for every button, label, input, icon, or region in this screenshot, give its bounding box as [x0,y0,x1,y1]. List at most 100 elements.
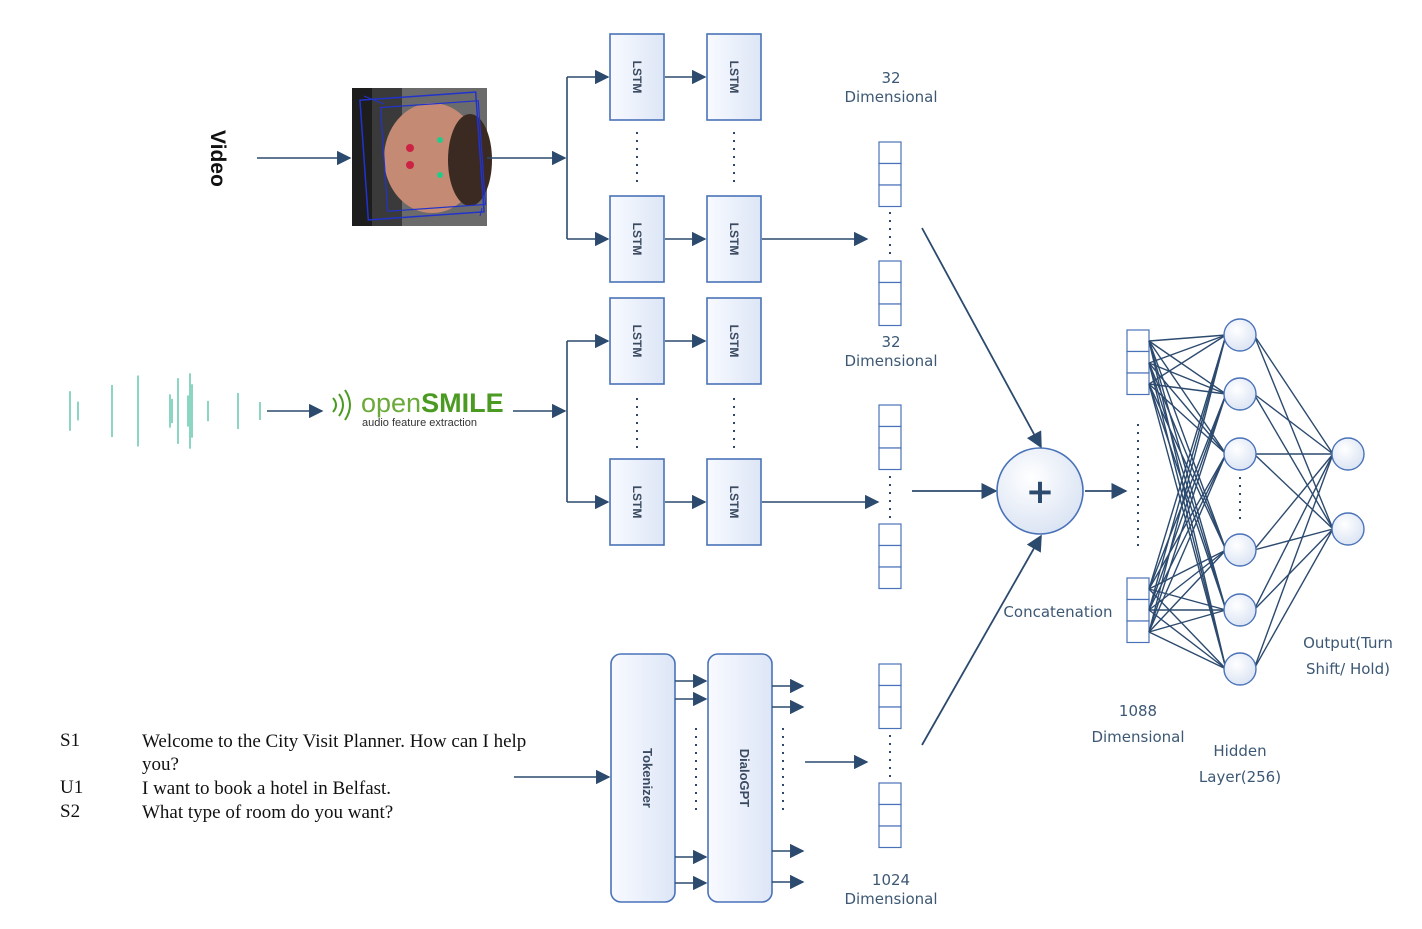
connection-line [1148,362,1227,670]
connection-line [1148,362,1227,395]
connection-line [1148,383,1227,611]
connection-line [1253,453,1334,670]
lstm-box [706,195,762,283]
text-dim-word: Dimensional [844,890,938,908]
connection-line [1148,549,1227,633]
video-dim-word: Dimensional [844,88,938,106]
plus-icon: + [1026,472,1055,512]
connection-line [1148,334,1227,590]
vector-cell [878,162,902,186]
vector-cell [878,141,902,165]
lstm-box [706,297,762,385]
speaker-id: S2 [60,801,81,822]
vector-cell [878,303,902,327]
connection-line [1253,453,1334,551]
video-input-label: Video [206,130,229,187]
output-neuron [1331,437,1365,471]
connection-line [1148,609,1227,633]
output-line-1: Output(Turn [1303,634,1393,652]
video-dim-number: 32 [881,69,901,87]
vector-cell [878,706,902,730]
opensmile-subtitle: audio feature extraction [362,417,477,429]
lstm-label: LSTM [630,325,644,358]
tokenizer-label: Tokenizer [640,748,655,808]
connection-line [1253,453,1334,611]
connection-line [1253,334,1334,455]
dialogpt-label: DialoGPT [737,749,752,808]
lstm-label: LSTM [727,325,741,358]
lstm-box [609,195,665,283]
connection-line [1148,609,1227,670]
connection-line [1148,334,1227,385]
concatenation-node [996,447,1084,535]
vector-cell [878,684,902,708]
hidden-neuron [1223,318,1257,352]
vector-cell [878,184,902,208]
lstm-box [609,297,665,385]
connection-line [1148,334,1227,342]
video-dim-label: 32 Dimensional [836,69,946,107]
connection-line [1148,362,1227,455]
vector-cell [878,803,902,827]
vector-cell [878,404,902,428]
opensmile-logo: openSMILE audio feature extraction [328,388,504,429]
speaker-id: U1 [60,777,84,798]
vector-cell [878,281,902,305]
connection-line [1148,383,1227,455]
lstm-label: LSTM [630,61,644,94]
to-concat-arrows [912,227,1128,746]
lstm-box [609,458,665,546]
connection-line [1253,528,1334,670]
connection-line [1148,383,1227,670]
network-connections [1148,334,1334,670]
vector-cell [1126,372,1150,396]
vector-ellipsis [889,212,1241,777]
token-arrows [675,673,869,891]
concat-dim-number: 1088 [1118,702,1158,720]
tokenizer-box [610,653,676,903]
text-dim-label: 1024 Dimensional [836,871,946,909]
vector-cell [878,544,902,568]
lstm-links [665,69,880,510]
vector-cell [1126,598,1150,622]
utterance: Welcome to the City Visit Planner. How c… [142,731,527,775]
concat-dim-word: Dimensional [1091,728,1185,746]
lstm-box [706,33,762,121]
connection-line [1253,528,1334,611]
hidden-line-2: Layer(256) [1198,768,1282,786]
hidden-line-1: Hidden [1213,742,1267,760]
connection-line [1148,334,1227,364]
video-branch [566,69,610,247]
hidden-neuron [1223,652,1257,686]
connection-line [1148,334,1227,633]
audio-dim-label: 32 Dimensional [836,333,946,371]
vector-cell [878,260,902,284]
text-dim-number: 1024 [871,871,911,889]
video-frame [352,88,492,226]
connection-line [1148,453,1227,633]
output-neuron [1331,512,1365,546]
token-ellipsis [695,728,784,812]
output-label: Output(Turn Shift/ Hold) [1293,630,1403,682]
hidden-layer-label: Hidden Layer(256) [1185,738,1295,790]
lstm-box [706,458,762,546]
lstm-box [609,33,665,121]
connection-line [1148,383,1227,551]
connection-line [1148,383,1227,395]
vector-cell [878,523,902,547]
concatenation-label: Concatenation [1003,603,1113,621]
lstm-label: LSTM [727,223,741,256]
connection-line [1148,362,1227,611]
vector-cell [1126,620,1150,644]
lstm-label: LSTM [630,223,644,256]
lstm-label: LSTM [727,486,741,519]
opensmile-signal-icon [332,389,351,421]
vector-cell [878,447,902,471]
utterance: I want to book a hotel in Belfast. [142,778,392,799]
concat-dim-label: 1088 Dimensional [1083,698,1193,750]
audio-branch [566,333,610,510]
vector-cell [878,425,902,449]
vector-cell [1126,350,1150,374]
